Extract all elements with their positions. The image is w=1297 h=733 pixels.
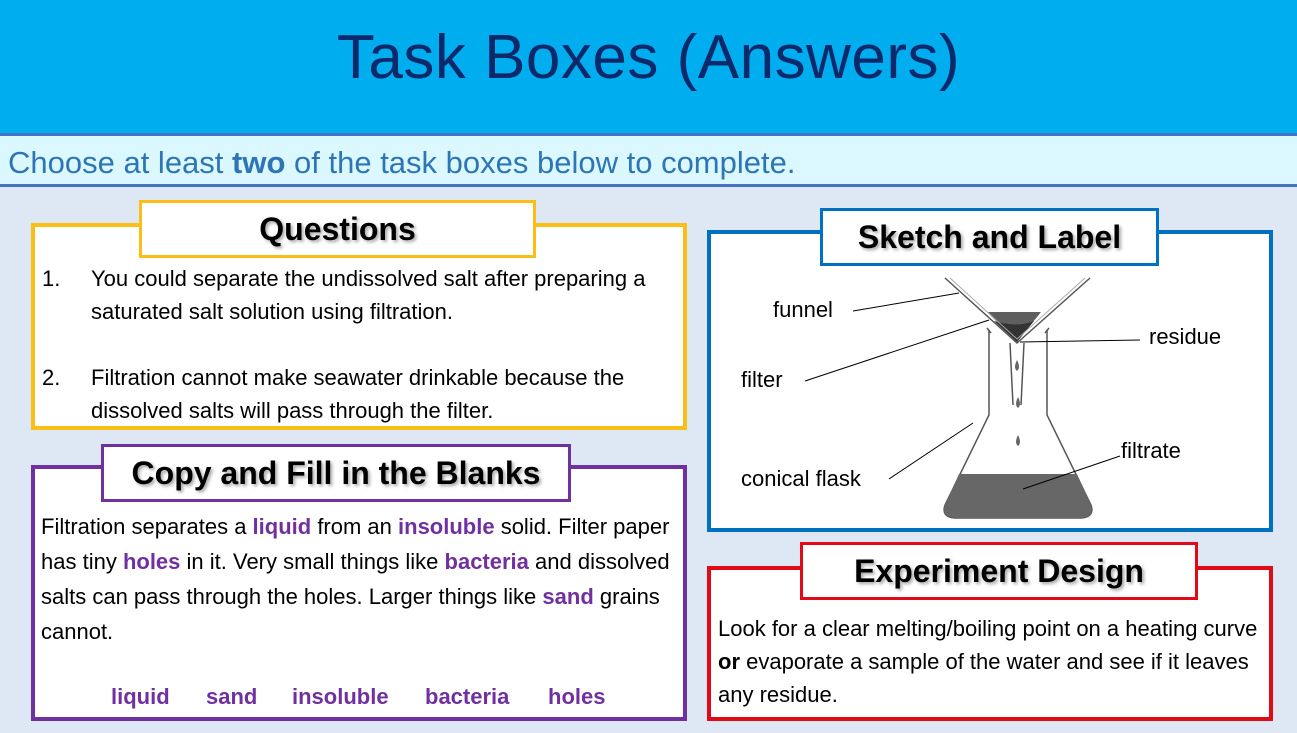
fill-blanks-paragraph: Filtration separates a liquid from an in…	[41, 514, 670, 644]
question-item: 2. Filtration cannot make seawater drink…	[42, 361, 672, 427]
instruction-text: Choose at least two of the task boxes be…	[8, 145, 796, 180]
question-number: 1.	[42, 266, 61, 291]
filtration-diagram: funnel filter residue filtrate conical f…	[707, 230, 1273, 532]
fill-blanks-box	[31, 465, 687, 721]
question-text: You could separate the undissolved salt …	[91, 266, 646, 324]
question-number: 2.	[42, 365, 61, 390]
page-title: Task Boxes (Answers)	[336, 23, 961, 92]
filtration-apparatus-icon	[804, 277, 1141, 519]
instruction-bar: Choose at least two of the task boxes be…	[0, 133, 1297, 187]
instruction-emphasis: two	[232, 145, 286, 180]
header-banner: Task Boxes (Answers)	[0, 0, 1297, 133]
sketch-title: Sketch and Label	[820, 208, 1159, 266]
word-bank-item: sand	[206, 684, 258, 709]
label-filtrate: filtrate	[1121, 438, 1181, 463]
label-filter: filter	[741, 367, 783, 392]
answer-word: holes	[122, 549, 181, 574]
experiment-text: Look for a clear melting/boiling point o…	[718, 616, 1258, 707]
answer-word: sand	[542, 584, 594, 609]
label-residue: residue	[1149, 324, 1222, 349]
answer-word: insoluble	[398, 514, 495, 539]
label-conical-flask: conical flask	[741, 466, 861, 491]
word-bank-item: holes	[548, 684, 606, 709]
label-funnel: funnel	[773, 297, 833, 322]
experiment-emphasis: or	[718, 649, 740, 674]
questions-list: 1. You could separate the undissolved sa…	[42, 262, 672, 427]
experiment-title: Experiment Design	[800, 542, 1198, 600]
questions-title: Questions	[139, 200, 536, 258]
word-bank-item: bacteria	[425, 684, 510, 709]
question-item: 1. You could separate the undissolved sa…	[42, 262, 672, 328]
answer-word: liquid	[252, 514, 312, 539]
word-bank-item: liquid	[111, 684, 170, 709]
word-bank-item: insoluble	[292, 684, 389, 709]
fill-blanks-title: Copy and Fill in the Blanks	[101, 444, 571, 502]
answer-word: bacteria	[444, 549, 529, 574]
question-text: Filtration cannot make seawater drinkabl…	[91, 365, 625, 423]
